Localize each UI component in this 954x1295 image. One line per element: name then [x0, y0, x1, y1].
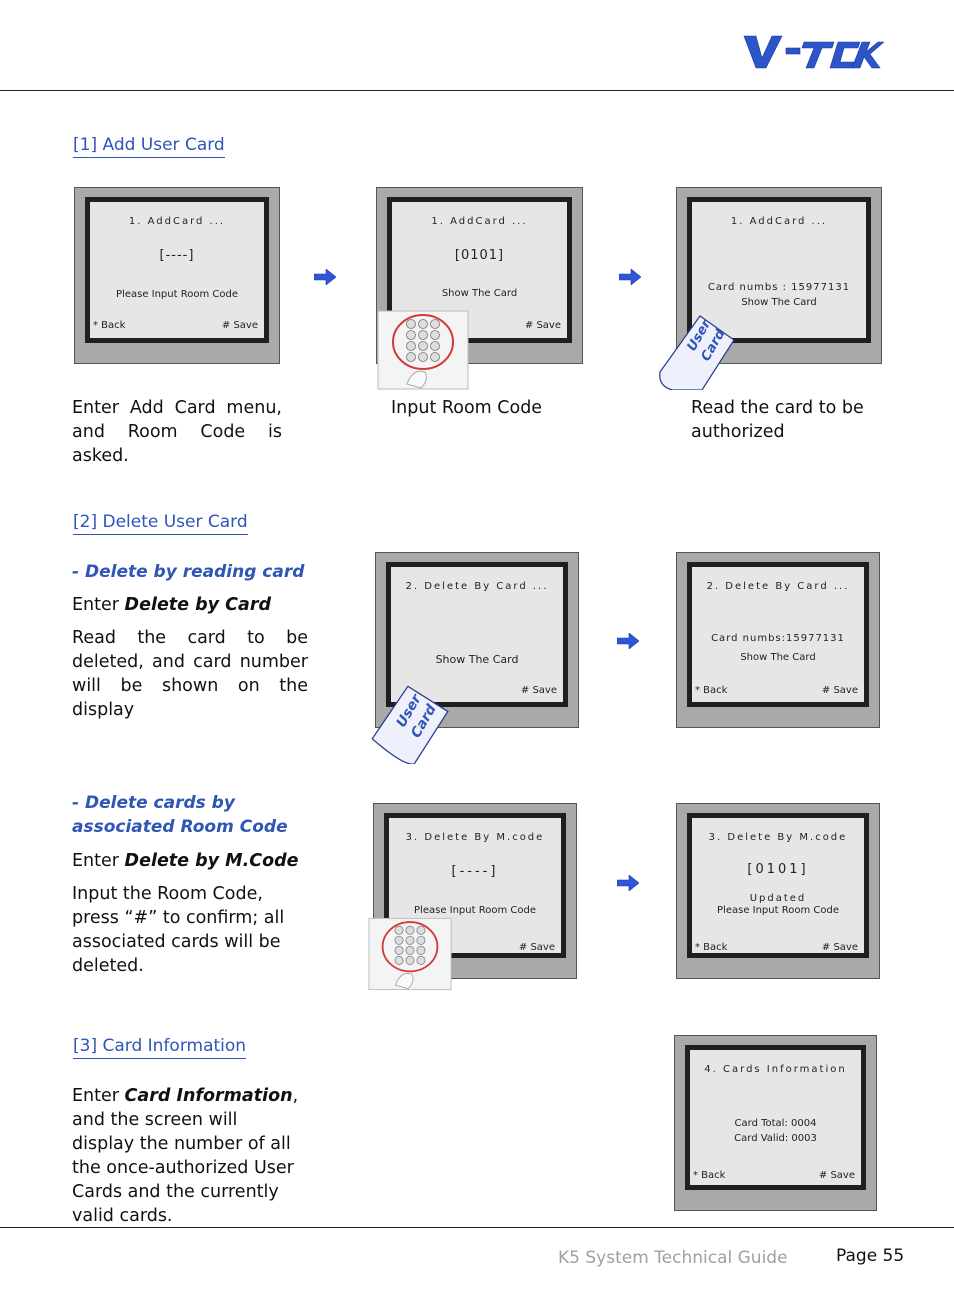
room-code-display: [----] [451, 864, 499, 879]
back-hint: * Back [93, 320, 126, 331]
caption-add-2: Input Room Code [391, 398, 543, 418]
arrow-right-icon [617, 875, 639, 891]
room-code-display: [----] [159, 248, 195, 263]
card-valid: Card Valid: 0003 [734, 1133, 817, 1144]
caption-add-3: Read the card to be authorized [691, 398, 864, 442]
page-number: Page 55 [836, 1246, 905, 1266]
footer-guide-title: K5 System Technical Guide [558, 1248, 788, 1268]
keypad-hand-icon [377, 310, 469, 390]
section-title-delete-card: [2] Delete User Card [73, 512, 248, 535]
screen-card-info: 4. Cards Information Card Total: 0004 Ca… [674, 1035, 877, 1211]
desc-delete-by-card: Read the card to be deleted, and card nu… [72, 628, 308, 720]
card-number-display: Card numbs:15977131 [711, 633, 845, 644]
screen-title: 2. Delete By Card ... [405, 581, 549, 592]
screen-add-card-3: 1. AddCard ... Card numbs : 15977131 Sho… [676, 187, 882, 364]
back-hint: * Back [695, 685, 728, 696]
desc-card-info: Enter Card Information, and the screen w… [72, 1086, 299, 1226]
screen-delete-by-card-2: 2. Delete By Card ... Card numbs:1597713… [676, 552, 880, 728]
enter-delete-by-code: Enter Delete by M.Code [72, 851, 299, 871]
screen-title: 1. AddCard ... [431, 216, 528, 227]
arrow-right-icon [619, 269, 641, 285]
save-hint: # Save [821, 685, 858, 696]
save-hint: # Save [221, 320, 258, 331]
screen-add-card-1: 1. AddCard ... [----] Please Input Room … [74, 187, 280, 364]
screen-message: Please Input Room Code [116, 289, 238, 300]
subtitle-delete-by-card: - Delete by reading card [72, 562, 305, 582]
screen-title: 1. AddCard ... [730, 216, 828, 227]
screen-message: Show The Card [741, 297, 817, 308]
screen-message: Show The Card [441, 288, 518, 299]
arrow-right-icon [314, 269, 336, 285]
screen-title: 3. Delete By M.code [405, 832, 545, 843]
section-title-card-info: [3] Card Information [73, 1036, 247, 1059]
user-card-icon: User Card [659, 315, 735, 390]
screen-title: 2. Delete By Card ... [706, 581, 850, 592]
updated-status: Updated [749, 893, 807, 904]
room-code-display: [0101] [454, 248, 505, 263]
screen-delete-by-card-1: 2. Delete By Card ... Show The Card # Sa… [375, 552, 579, 728]
keypad-hand-icon [368, 917, 452, 991]
save-hint: # Save [821, 942, 858, 953]
save-hint: # Save [520, 685, 557, 696]
screen-message: Show The Card [435, 653, 519, 666]
back-hint: * Back [695, 942, 728, 953]
desc-delete-by-code: Input the Room Code, press “#” to confir… [72, 884, 285, 976]
v-tck-logo [743, 35, 884, 69]
footer-rule [0, 1227, 954, 1228]
card-number-display: Card numbs : 15977131 [707, 282, 851, 293]
save-hint: # Save [818, 1170, 855, 1181]
save-hint: # Save [518, 942, 555, 953]
screen-title: 3. Delete By M.code [708, 832, 848, 843]
user-card-icon: User Card [371, 685, 449, 764]
screen-title: 4. Cards Information [704, 1064, 847, 1075]
enter-delete-by-card: Enter Delete by Card [72, 595, 271, 615]
subtitle-delete-by-code: - Delete cards by associated Room Code [72, 793, 288, 837]
screen-message: Please Input Room Code [414, 905, 536, 916]
screen-message: Show The Card [740, 652, 816, 663]
save-hint: # Save [524, 320, 561, 331]
arrow-right-icon [617, 633, 639, 649]
room-code-display: [0101] [747, 862, 809, 877]
screen-delete-by-code-2: 3. Delete By M.code [0101] Updated Pleas… [676, 803, 880, 979]
card-total: Card Total: 0004 [734, 1118, 817, 1129]
caption-add-1: Enter Add Card menu, and Room Code is as… [72, 398, 282, 466]
header-rule [0, 90, 954, 91]
screen-message: Please Input Room Code [717, 905, 839, 916]
screen-title: 1. AddCard ... [128, 216, 226, 227]
back-hint: * Back [693, 1170, 726, 1181]
section-title-add-card: [1] Add User Card [73, 135, 225, 158]
